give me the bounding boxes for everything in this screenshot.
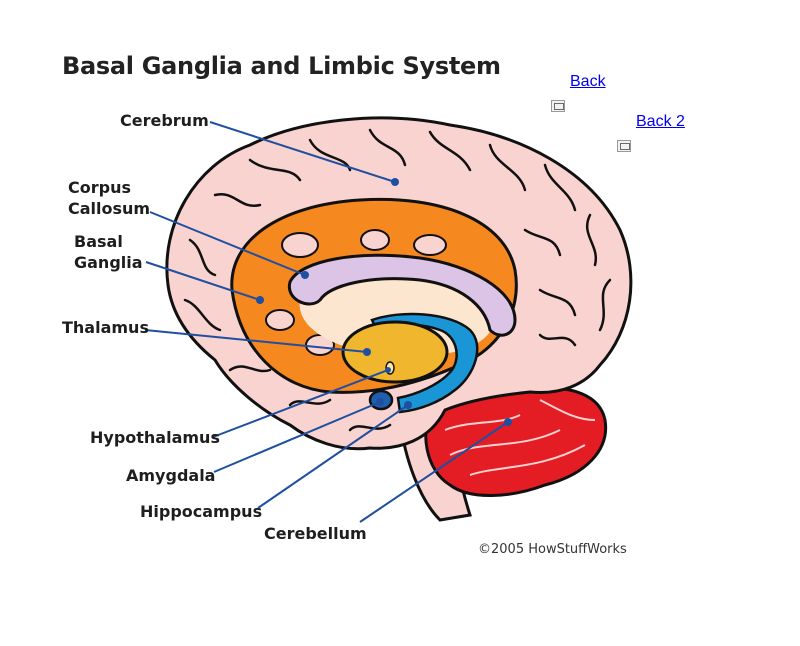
broken-image-icon (617, 140, 631, 152)
back-link[interactable]: Back (570, 73, 606, 90)
thalamus (341, 320, 449, 384)
pointer-amygdala (213, 401, 381, 473)
label-corpus-callosum: Corpus Callosum (68, 177, 150, 219)
cerebellum-folds (444, 399, 596, 476)
label-cerebellum: Cerebellum (264, 524, 367, 543)
back-2-link[interactable]: Back 2 (636, 113, 685, 130)
label-basal-ganglia-line1: Basal (74, 232, 123, 251)
label-cerebrum: Cerebrum (120, 111, 209, 130)
label-basal-ganglia: Basal Ganglia (74, 231, 143, 273)
pointer-corpus-callosum (149, 211, 306, 276)
pointer-dots (256, 178, 512, 426)
pointer-cerebrum (209, 121, 396, 183)
basal-ganglia-holes (265, 229, 447, 356)
corpus-callosum (287, 253, 517, 337)
pointer-cerebellum (359, 421, 509, 523)
label-basal-ganglia-line2: Ganglia (74, 253, 143, 272)
pointer-hippocampus (257, 404, 409, 509)
hippocampus (370, 312, 479, 414)
diagram-title: Basal Ganglia and Limbic System (62, 52, 501, 80)
cerebrum-gyri (183, 128, 612, 432)
pointer-basal-ganglia (145, 261, 261, 301)
label-corpus-callosum-line2: Callosum (68, 199, 151, 218)
label-hippocampus: Hippocampus (140, 502, 263, 521)
label-amygdala: Amygdala (126, 466, 216, 485)
pointer-hypothalamus (212, 369, 389, 438)
label-hypothalamus: Hypothalamus (90, 428, 220, 447)
pointer-lines (144, 121, 509, 523)
pointer-thalamus (144, 329, 368, 353)
broken-image-icon (551, 100, 565, 112)
copyright-notice: ©2005 HowStuffWorks (478, 542, 627, 557)
label-thalamus: Thalamus (62, 318, 149, 337)
label-corpus-callosum-line1: Corpus (68, 178, 131, 197)
